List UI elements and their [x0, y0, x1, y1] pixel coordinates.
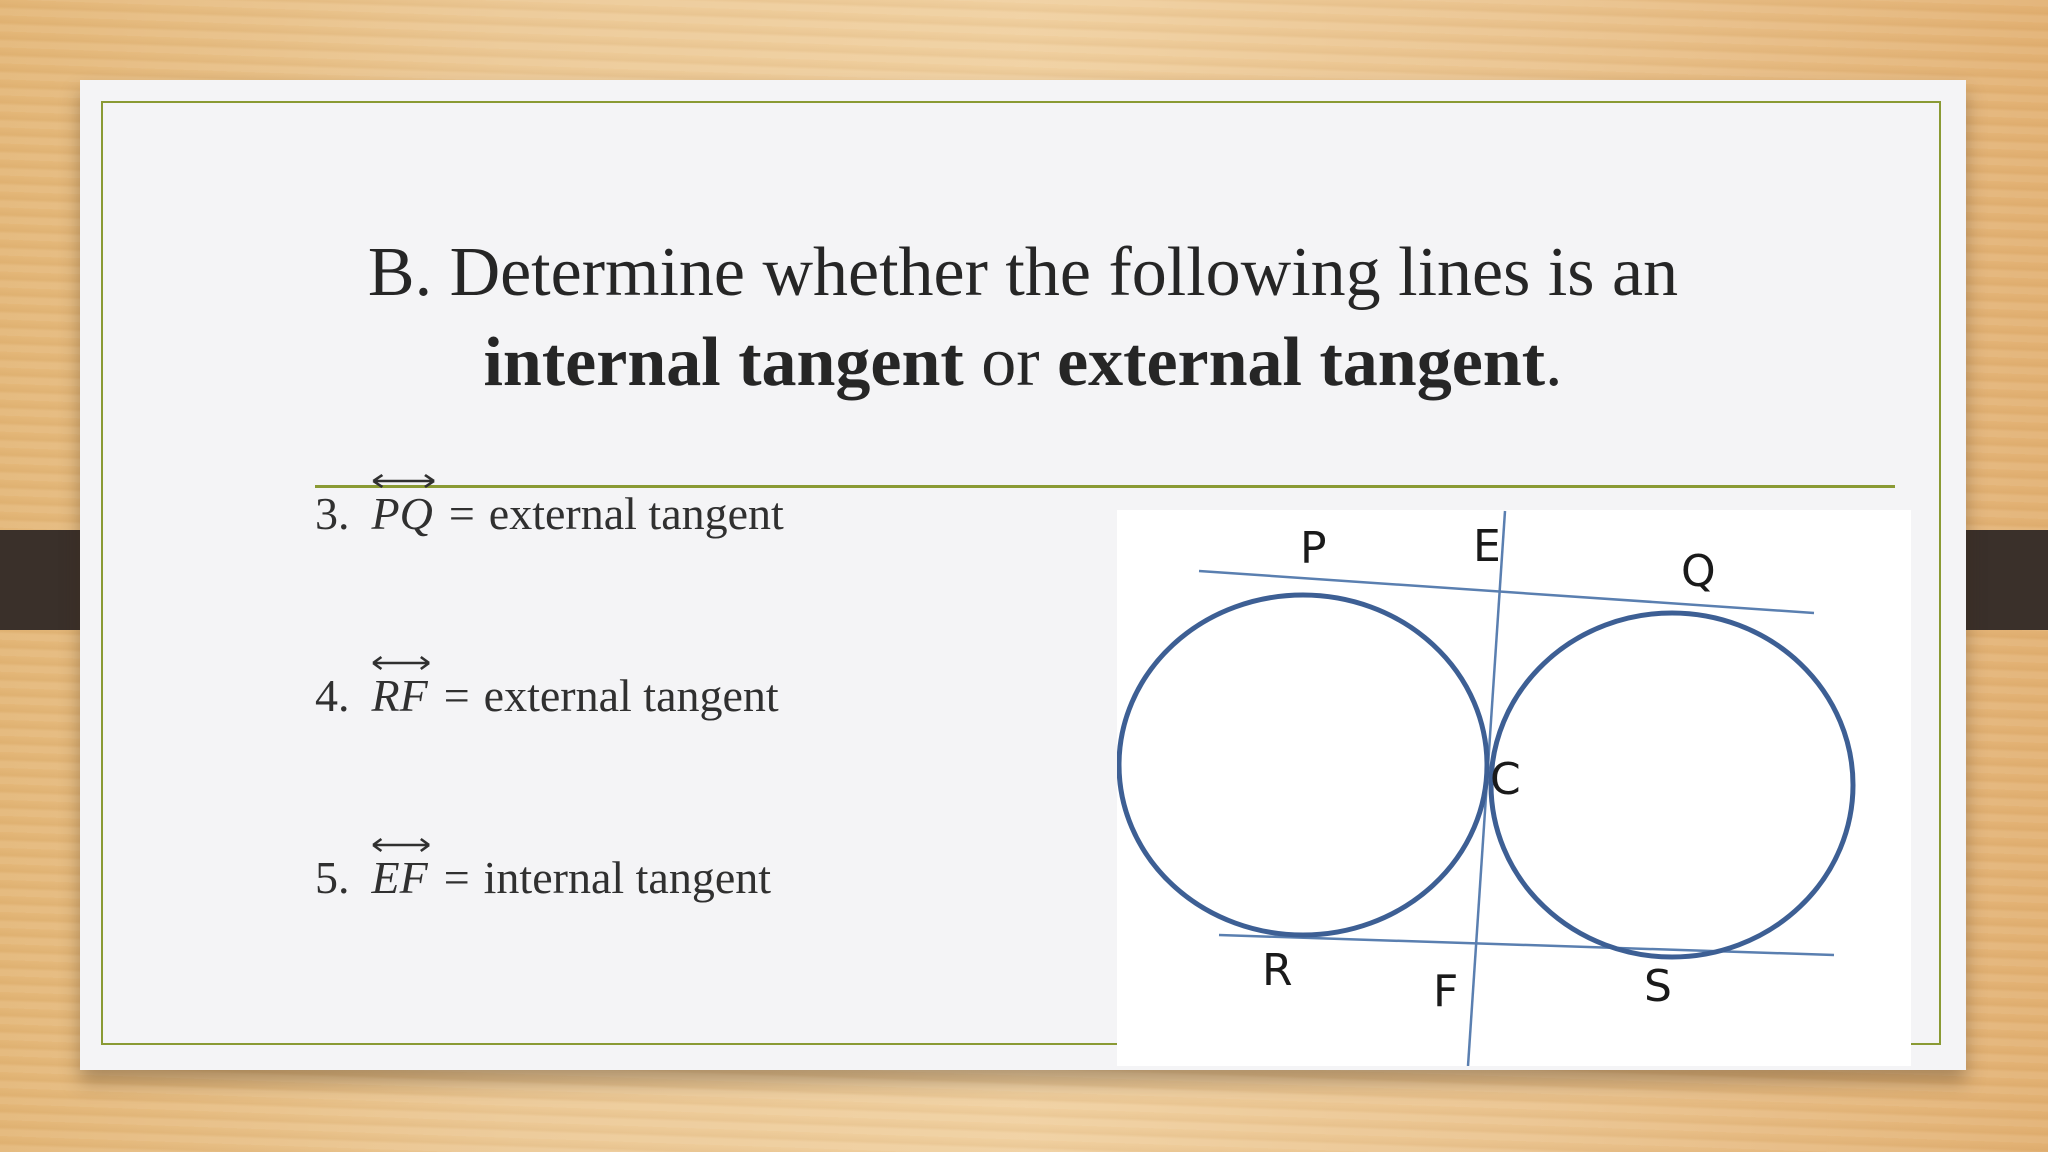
slide-frame	[101, 101, 1941, 1045]
tangent-line-pq	[1198, 569, 1815, 615]
slide-title-line-2: internal tangent or external tangent.	[80, 318, 1966, 408]
label-e: E	[1473, 521, 1501, 572]
line-name-ef: EF	[372, 837, 430, 904]
item-4: 4. RF = external tangent	[315, 655, 779, 730]
label-f: F	[1433, 966, 1458, 1017]
equals-sign: =	[448, 487, 475, 539]
title-text: B. Determine whether the following lines…	[367, 234, 1679, 311]
item-answer: internal tangent	[483, 851, 772, 903]
label-s: S	[1644, 961, 1672, 1012]
line-name-rf: RF	[372, 655, 430, 722]
title-bold-internal: internal tangent	[483, 324, 964, 401]
item-number: 3.	[315, 487, 350, 539]
diagram-svg: P E Q C R F S	[1117, 510, 1856, 1066]
equals-sign: =	[443, 669, 470, 721]
title-bold-external: external tangent	[1057, 324, 1546, 401]
double-arrow-icon	[371, 837, 430, 852]
label-q: Q	[1681, 546, 1716, 597]
slide: B. Determine whether the following lines…	[80, 80, 1966, 1070]
title-period: .	[1545, 324, 1563, 401]
item-answer: external tangent	[488, 487, 784, 539]
label-c: C	[1490, 754, 1521, 805]
equals-sign: =	[443, 851, 470, 903]
item-number: 5.	[315, 851, 350, 903]
item-answer: external tangent	[483, 669, 779, 721]
item-3: 3. PQ = external tangent	[315, 473, 784, 548]
slide-title-line-1: B. Determine whether the following lines…	[80, 228, 1966, 318]
item-number: 4.	[315, 669, 350, 721]
double-arrow-icon	[371, 655, 430, 670]
left-circle	[1117, 592, 1490, 938]
tangent-line-rs	[1218, 933, 1835, 957]
tangent-circles-diagram: P E Q C R F S	[1117, 510, 1911, 1066]
title-or: or	[963, 324, 1058, 401]
label-p: P	[1300, 523, 1327, 574]
line-name-pq: PQ	[372, 473, 435, 540]
item-5: 5. EF = internal tangent	[315, 837, 772, 912]
label-r: R	[1262, 945, 1293, 996]
title-divider	[315, 485, 1895, 488]
right-circle	[1488, 610, 1856, 960]
double-arrow-icon	[372, 473, 435, 488]
